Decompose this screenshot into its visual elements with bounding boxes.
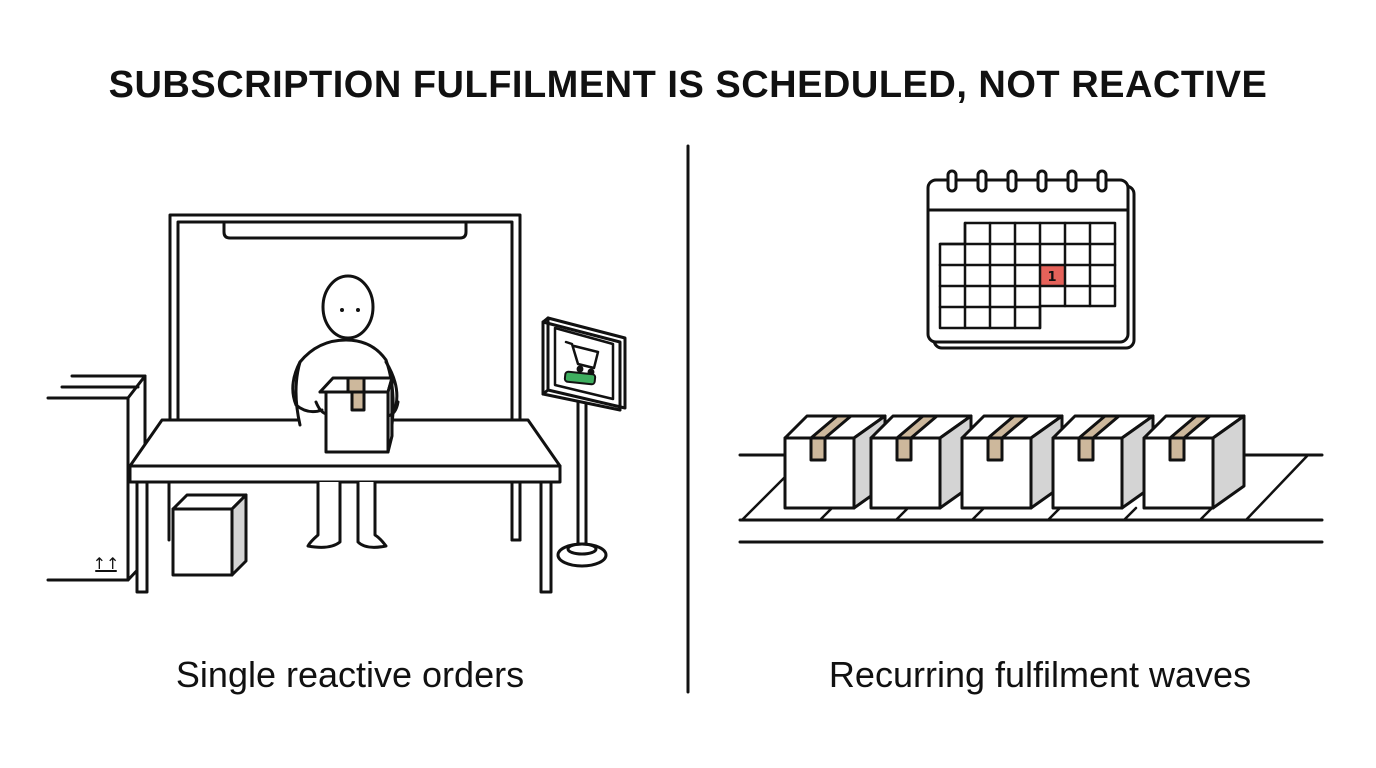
- package-box: [1051, 414, 1155, 510]
- calendar-grid: [938, 221, 1117, 330]
- left-panel-scene: ↑↑: [46, 213, 627, 594]
- kiosk-button: [563, 370, 597, 386]
- conveyor-belt: [738, 453, 1324, 544]
- page-title: SUBSCRIPTION FULFILMENT IS SCHEDULED, NO…: [108, 64, 1268, 106]
- box-marking: ↑↑: [93, 554, 120, 573]
- held-package: [314, 376, 400, 454]
- person-figure: [291, 274, 400, 549]
- calendar-icon: 1: [926, 169, 1136, 350]
- packing-booth: [168, 213, 522, 427]
- package-box: [960, 414, 1064, 510]
- calendar-highlight-cell: [1040, 266, 1064, 286]
- right-panel-scene: 1: [738, 169, 1324, 544]
- package-box: [1142, 414, 1246, 510]
- calendar-rings: [946, 169, 1108, 193]
- small-box: [171, 493, 248, 577]
- package-row: [783, 414, 1246, 510]
- caption-left: Single reactive orders: [175, 654, 525, 695]
- checkout-kiosk: [541, 316, 627, 568]
- caption-right: Recurring fulfilment waves: [828, 654, 1252, 695]
- package-box: [869, 414, 973, 510]
- calendar-day-label: 1: [1047, 270, 1056, 285]
